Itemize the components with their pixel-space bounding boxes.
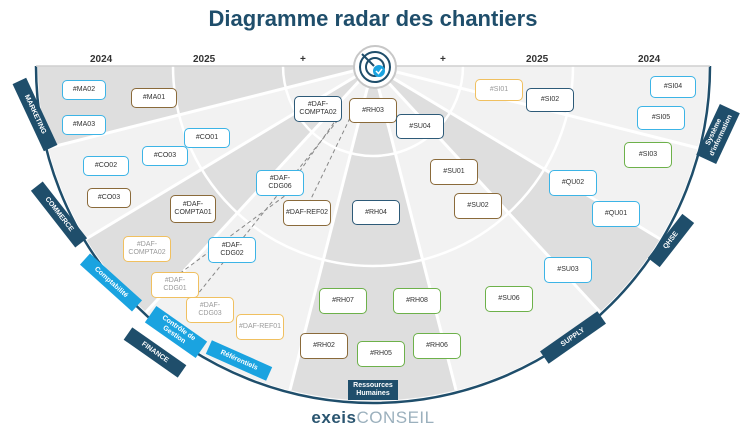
page-title: Diagramme radar des chantiers (208, 6, 538, 31)
year-label: 2025 (193, 54, 216, 65)
tag-daf-compta01[interactable]: #DAF-COMPTA01 (170, 195, 216, 223)
tag-su03[interactable]: #SU03 (544, 257, 592, 283)
logo-part1: exeis (311, 408, 357, 427)
tag-si01[interactable]: #SI01 (475, 79, 523, 101)
tag-daf-compta02-top[interactable]: #DAF-COMPTA02 (294, 96, 342, 122)
tag-ma02[interactable]: #MA02 (62, 80, 106, 100)
category-rh: Ressources Humaines (348, 380, 398, 400)
tag-si02[interactable]: #SI02 (526, 88, 574, 112)
year-label: 2025 (526, 54, 549, 65)
logo-part2: CONSEIL (356, 408, 435, 427)
tag-rh05[interactable]: #RH05 (357, 341, 405, 367)
year-label: 2024 (638, 54, 661, 65)
tag-su01[interactable]: #SU01 (430, 159, 478, 185)
tag-daf-ref02[interactable]: #DAF-REF02 (283, 200, 331, 226)
tag-co02[interactable]: #CO02 (83, 156, 129, 176)
tag-daf-cdg03[interactable]: #DAF-CDG03 (186, 297, 234, 323)
tag-co01[interactable]: #CO01 (184, 128, 230, 148)
tag-rh08[interactable]: #RH08 (393, 288, 441, 314)
tag-qu02[interactable]: #QU02 (549, 170, 597, 196)
tag-co03[interactable]: #CO03 (142, 146, 188, 166)
tag-co03-b[interactable]: #CO03 (87, 188, 131, 208)
tag-daf-compta02[interactable]: #DAF-COMPTA02 (123, 236, 171, 262)
tag-su06[interactable]: #SU06 (485, 286, 533, 312)
tag-si03[interactable]: #SI03 (624, 142, 672, 168)
tag-rh07[interactable]: #RH07 (319, 288, 367, 314)
tag-rh03[interactable]: #RH03 (349, 98, 397, 123)
tag-si04[interactable]: #SI04 (650, 76, 696, 98)
year-label: 2024 (90, 54, 113, 65)
target-icon (353, 45, 397, 89)
tag-si05[interactable]: #SI05 (637, 106, 685, 130)
tag-su02[interactable]: #SU02 (454, 193, 502, 219)
year-label: + (440, 54, 446, 65)
tag-su04[interactable]: #SU04 (396, 114, 444, 139)
tag-rh06[interactable]: #RH06 (413, 333, 461, 359)
tag-ma03[interactable]: #MA03 (62, 115, 106, 135)
year-label: + (300, 54, 306, 65)
tag-daf-cdg01[interactable]: #DAF-CDG01 (151, 272, 199, 298)
tag-ma01[interactable]: #MA01 (131, 88, 177, 108)
tag-daf-cdg06[interactable]: #DAF-CDG06 (256, 170, 304, 196)
tag-rh04[interactable]: #RH04 (352, 200, 400, 225)
brand-logo: exeisCONSEIL (0, 408, 746, 428)
tag-daf-ref01[interactable]: #DAF-REF01 (236, 314, 284, 340)
tag-rh02[interactable]: #RH02 (300, 333, 348, 359)
tag-qu01[interactable]: #QU01 (592, 201, 640, 227)
tag-daf-cdg02[interactable]: #DAF-CDG02 (208, 237, 256, 263)
